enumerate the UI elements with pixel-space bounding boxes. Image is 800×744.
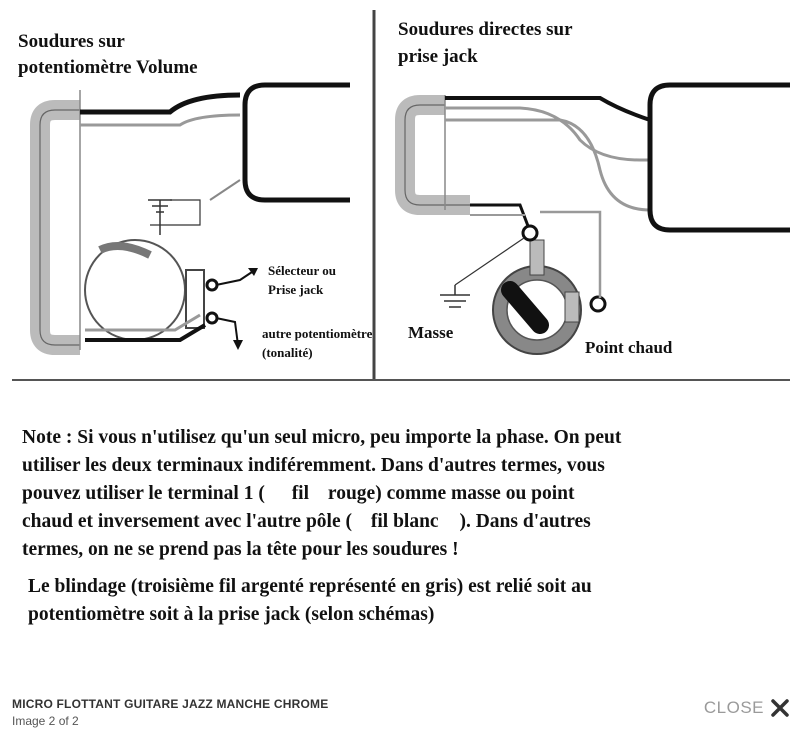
note-line4: chaud et inversement avec l'autre pôle (… <box>22 508 591 536</box>
note-line4-fil-blanc: fil blanc <box>370 511 439 532</box>
label-autre-line1: autre potentiomètre <box>262 326 373 341</box>
note-line3-part3: rouge) comme masse ou point <box>327 483 575 504</box>
caption-title: MICRO FLOTTANT GUITARE JAZZ MANCHE CHROM… <box>12 697 329 711</box>
image-counter: Image 2 of 2 <box>12 714 79 728</box>
right-title-line2: prise jack <box>398 46 478 67</box>
note-line3: pouvez utiliser le terminal 1 ( fil roug… <box>22 480 575 508</box>
shield-line1: Le blindage (troisième fil argenté repré… <box>28 576 592 597</box>
label-masse: Masse <box>408 323 454 342</box>
label-autre-line2: (tonalité) <box>262 345 313 360</box>
note-line1: Note : Si vous n'utilisez qu'un seul mic… <box>22 427 622 448</box>
lightbox-caption: MICRO FLOTTANT GUITARE JAZZ MANCHE CHROM… <box>12 697 328 728</box>
label-point-chaud: Point chaud <box>585 338 673 357</box>
label-selecteur-line2: Prise jack <box>268 282 324 297</box>
note-line5: termes, on ne se prend pas la tête pour … <box>22 539 459 560</box>
shield-line2: potentiomètre soit à la prise jack (selo… <box>28 604 435 625</box>
wiring-diagram <box>12 10 790 381</box>
close-button[interactable]: CLOSE <box>704 698 790 718</box>
note-line3-fil: fil <box>291 483 310 504</box>
left-title-line1: Soudures sur <box>18 31 125 52</box>
note-line4-part1: chaud et inversement avec l'autre pôle ( <box>22 511 352 532</box>
label-selecteur-line1: Sélecteur ou <box>268 263 336 278</box>
close-x-icon <box>771 699 789 717</box>
right-title-line1: Soudures directes sur <box>398 19 573 40</box>
note-line2: utiliser les deux terminaux indiféremmen… <box>22 455 605 476</box>
lightbox-image: Soudures sur potentiomètre Volume Soudur… <box>12 10 790 625</box>
left-title-line2: potentiomètre Volume <box>18 57 198 78</box>
close-label: CLOSE <box>703 698 764 717</box>
note-line4-part3: ). Dans d'autres <box>459 511 591 532</box>
note-line3-part1: pouvez utiliser le terminal 1 ( <box>22 483 265 504</box>
